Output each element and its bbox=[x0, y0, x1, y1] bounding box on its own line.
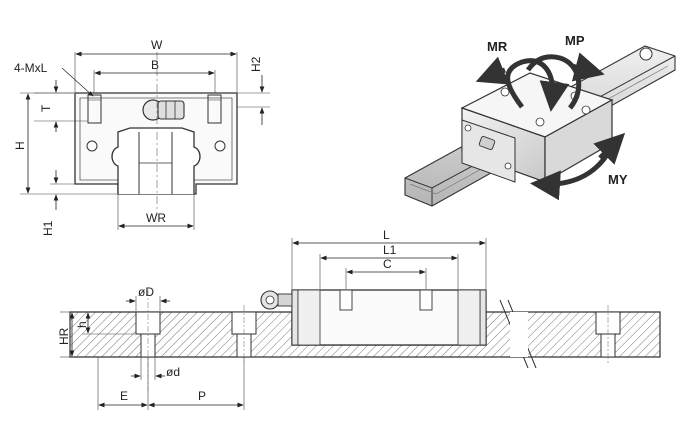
label-h: H bbox=[13, 141, 27, 150]
label-e: E bbox=[120, 389, 128, 403]
label-w: W bbox=[151, 38, 163, 52]
label-mp: MP bbox=[565, 33, 585, 48]
label-hr: HR bbox=[57, 327, 71, 345]
label-mxl: 4-MxL bbox=[14, 61, 48, 75]
label-t: T bbox=[39, 104, 53, 112]
label-od: øD bbox=[138, 285, 154, 299]
label-wr: WR bbox=[146, 211, 166, 225]
label-osd: ød bbox=[166, 365, 180, 379]
label-my: MY bbox=[608, 172, 628, 187]
label-h2: H2 bbox=[249, 56, 263, 72]
label-l1: L1 bbox=[383, 243, 397, 257]
side-section-view: L L1 C øD ød HR h bbox=[57, 228, 661, 410]
label-h-small: h bbox=[75, 321, 89, 328]
label-c: C bbox=[383, 257, 392, 271]
label-h1: H1 bbox=[41, 220, 55, 236]
label-mr: MR bbox=[487, 39, 508, 54]
front-view: W B 4-MxL H2 T H H1 WR bbox=[13, 38, 270, 236]
label-l: L bbox=[383, 228, 390, 242]
isometric-view: MR MP MY bbox=[404, 33, 676, 207]
label-p: P bbox=[198, 389, 206, 403]
label-b: B bbox=[151, 58, 159, 72]
